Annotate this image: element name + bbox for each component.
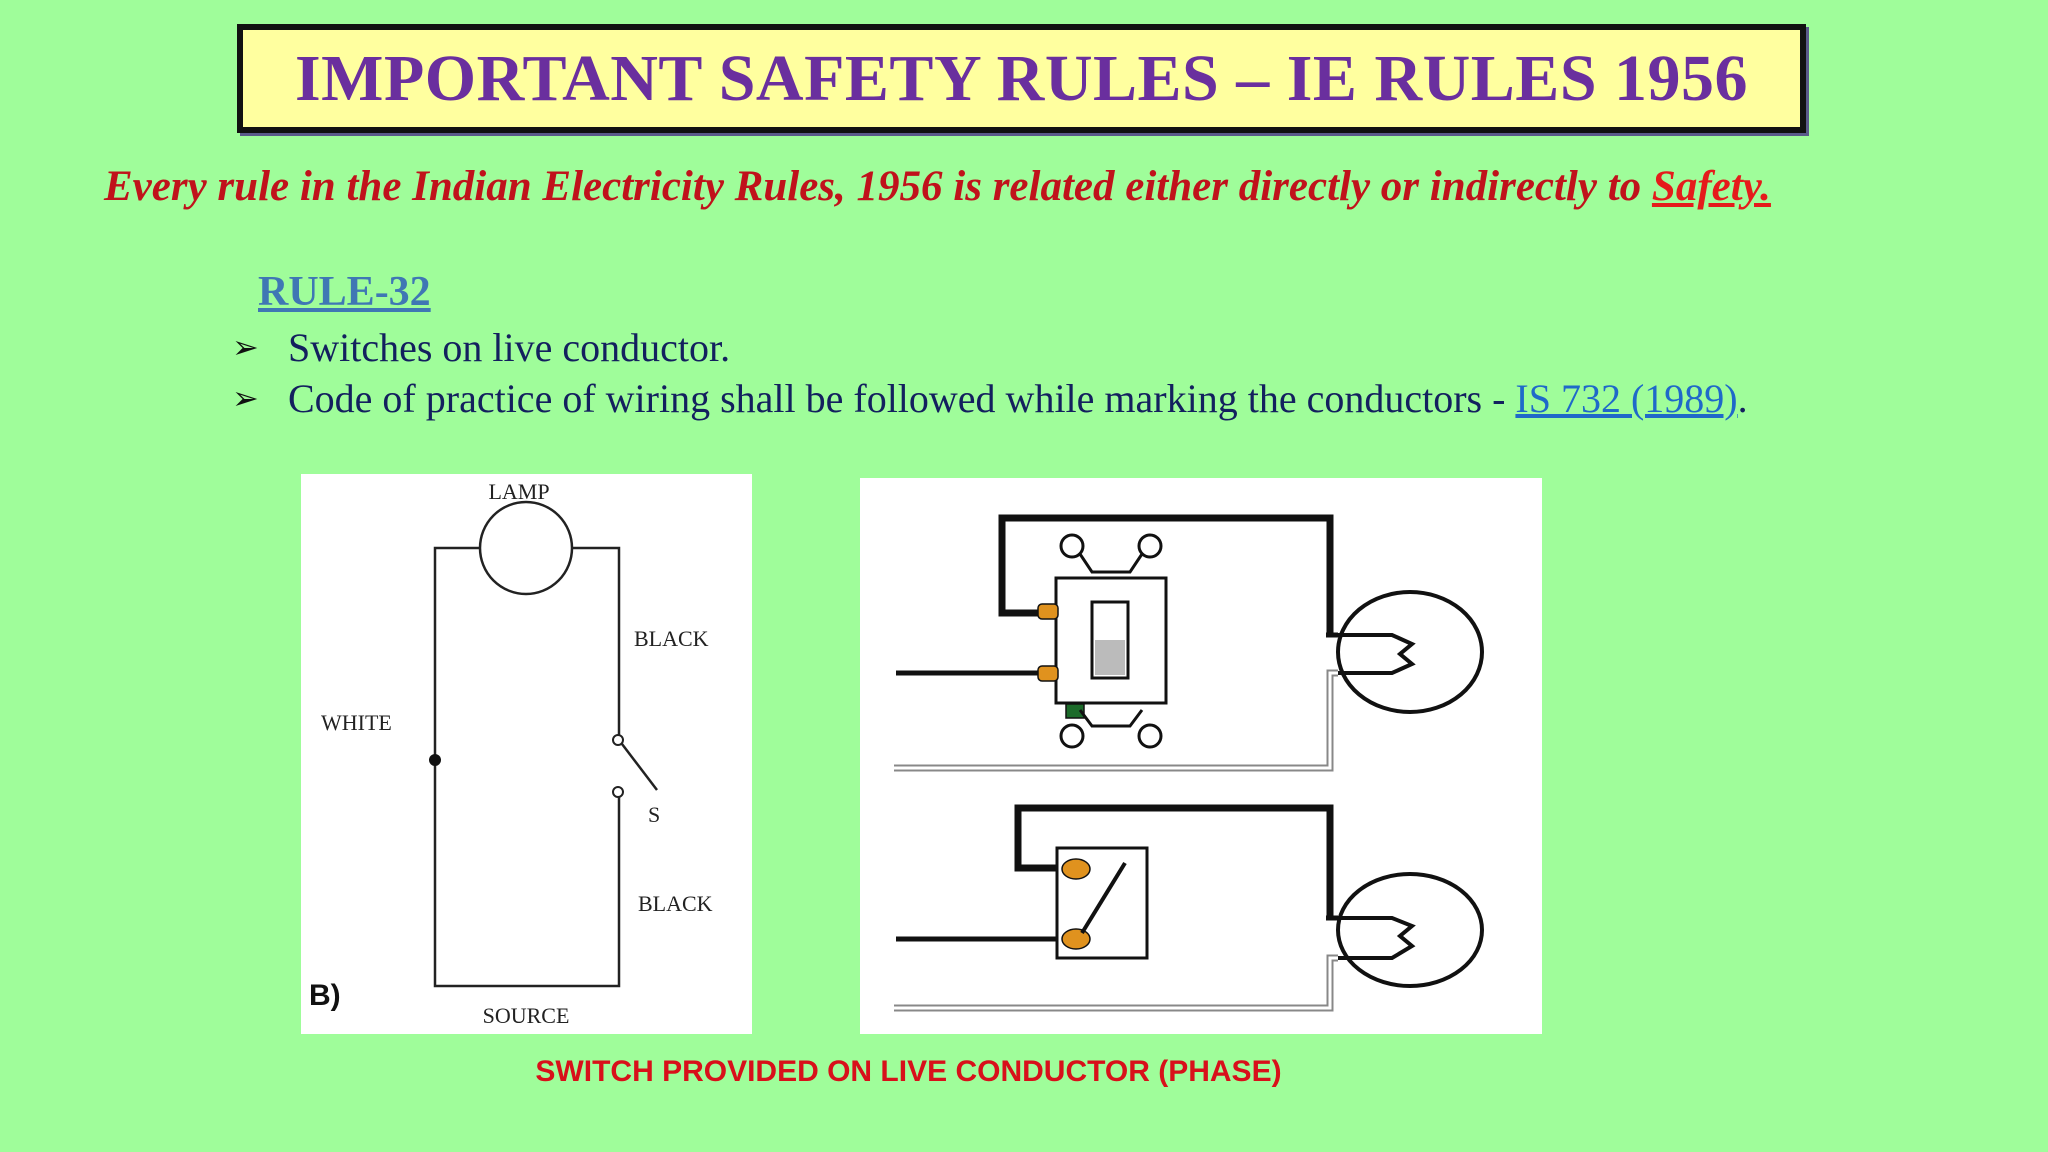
terminal-icon	[1037, 603, 1059, 620]
switch-contact-top	[612, 734, 624, 746]
terminal-icon	[1037, 665, 1059, 682]
safety-link[interactable]: Safety.	[1651, 163, 1771, 210]
lamp-icon	[1336, 590, 1484, 714]
wiring-diagram-pictorial	[860, 478, 1542, 1034]
arrow-bullet-icon: ➢	[232, 380, 259, 416]
phase-wire-top	[998, 514, 1334, 635]
phase-wire-bottom	[1014, 804, 1334, 918]
terminal-icon	[1061, 928, 1091, 950]
diagram-caption: SWITCH PROVIDED ON LIVE CONDUCTOR (PHASE…	[535, 1055, 1282, 1088]
list-item: ➢ Code of practice of wiring shall be fo…	[232, 373, 1748, 424]
circuit-diagram-schematic: LAMP BLACK WHITE S BLACK B) SOURCE	[301, 474, 752, 1034]
neutral-wire-bottom-inner	[894, 956, 1338, 1010]
rule-bullet-list: ➢ Switches on live conductor. ➢ Code of …	[232, 322, 1748, 424]
switch-label: S	[648, 802, 660, 827]
intro-text: Every rule in the Indian Electricity Rul…	[104, 163, 1652, 210]
lamp-label: LAMP	[488, 479, 549, 504]
page-title: IMPORTANT SAFETY RULES – IE RULES 1956	[294, 41, 1749, 115]
lamp-icon	[478, 500, 574, 596]
junction-dot	[429, 754, 441, 766]
neutral-wire-top-inner	[894, 671, 1338, 770]
switch-icon	[621, 743, 658, 791]
black-bottom-label: BLACK	[638, 891, 713, 916]
source-label: SOURCE	[483, 1003, 570, 1028]
terminal-icon	[1061, 858, 1091, 880]
black-wire	[572, 546, 621, 739]
is-732-link[interactable]: IS 732 (1989)	[1515, 376, 1738, 421]
white-wire	[433, 546, 621, 988]
intro-statement: Every rule in the Indian Electricity Rul…	[104, 162, 2004, 211]
bullet-text: Switches on live conductor.	[288, 325, 731, 370]
pictorial-svg	[894, 514, 1484, 1012]
schematic-svg: LAMP BLACK WHITE S BLACK B) SOURCE	[309, 479, 713, 1028]
ground-terminal-icon	[1065, 703, 1085, 719]
switch-blade-icon	[1080, 861, 1127, 935]
black-top-label: BLACK	[634, 626, 709, 651]
bullet-text: Code of practice of wiring shall be foll…	[288, 376, 1506, 421]
panel-label: B)	[309, 979, 341, 1012]
title-banner: IMPORTANT SAFETY RULES – IE RULES 1956	[237, 24, 1806, 133]
neutral-wire-bottom-outer	[894, 954, 1338, 1012]
rule-heading[interactable]: RULE-32	[258, 269, 431, 315]
arrow-bullet-icon: ➢	[232, 329, 259, 365]
white-label: WHITE	[321, 710, 392, 735]
switch-contact-bottom	[612, 786, 624, 798]
list-item: ➢ Switches on live conductor.	[232, 322, 1748, 373]
bullet-suffix: .	[1737, 376, 1748, 421]
